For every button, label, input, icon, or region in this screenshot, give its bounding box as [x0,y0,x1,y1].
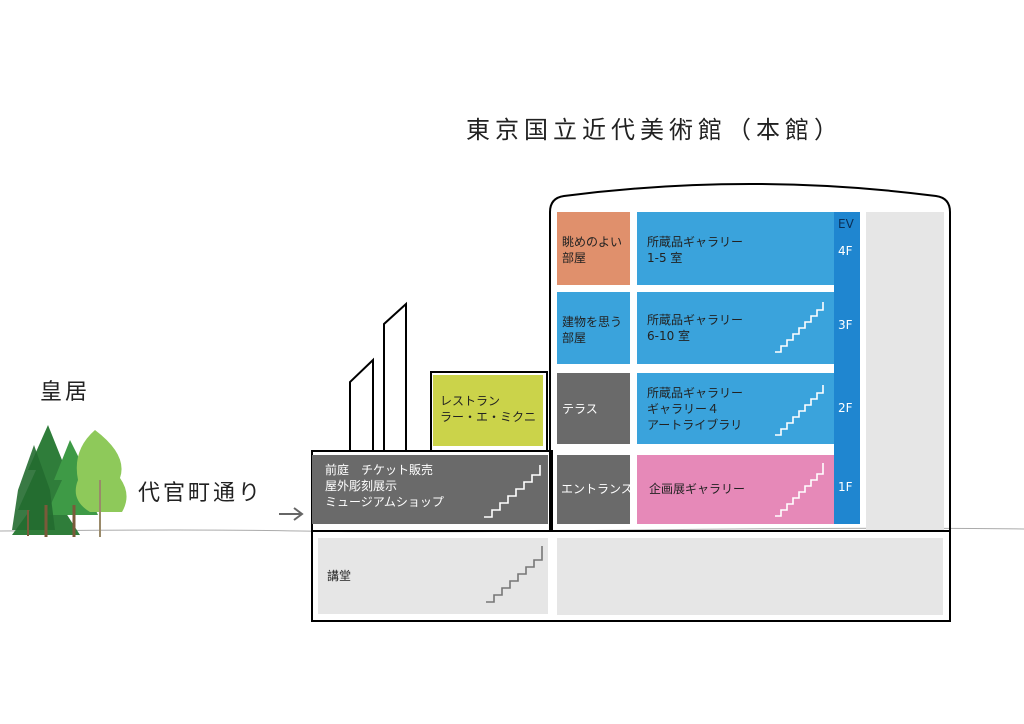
stairs-icon [775,463,824,517]
view-room: 眺めのよい部屋 [557,212,630,285]
basement-area [557,538,943,615]
entrance-label: エントランス [561,482,633,496]
front-courtyard: 前庭 チケット販売屋外彫刻展示ミュージアムショップ [312,455,548,524]
fin-2 [383,301,407,451]
stairs-icon [484,465,541,518]
floor-4f: 4F [838,244,853,258]
terrace: テラス [557,373,630,444]
imperial-palace-label: 皇居 [40,380,91,405]
trees [12,425,127,537]
restaurant-outline [430,371,548,452]
stairs-icon [775,385,824,436]
floor-2f: 2F [838,401,853,415]
entrance: エントランス [557,455,633,524]
service-area [866,212,944,530]
elevator: EV 4F 3F 2F 1F [834,212,860,524]
main-building-outline [549,183,951,531]
special-gallery-label: 企画展ギャラリー [649,482,746,496]
elevator-label: EV [838,217,854,231]
front-courtyard-label: 前庭 チケット販売屋外彫刻展示ミュージアムショップ [325,463,444,509]
special-exhibition-gallery: 企画展ギャラリー [637,455,834,524]
museum-title: 東京国立近代美術館（本館） [466,116,843,144]
restaurant: レストランラー・エ・ミクニ [433,375,543,446]
auditorium: 講堂 [318,538,548,614]
floor-1f: 1F [838,480,853,494]
floor-3f: 3F [838,318,853,332]
architecture-room-label: 建物を思う部屋 [562,315,623,345]
architecture-room: 建物を思う部屋 [557,292,630,364]
terrace-label: テラス [562,402,598,416]
basement-outline [311,530,951,622]
view-room-label: 眺めのよい部屋 [562,235,623,265]
restaurant-label: レストランラー・エ・ミクニ [440,394,537,424]
street-label: 代官町通り [138,481,264,506]
fin-1 [349,357,374,451]
entrance-arrow [279,507,304,521]
stairs-icon [486,546,543,603]
stairs-icon [775,302,824,353]
auditorium-label: 講堂 [327,569,352,583]
